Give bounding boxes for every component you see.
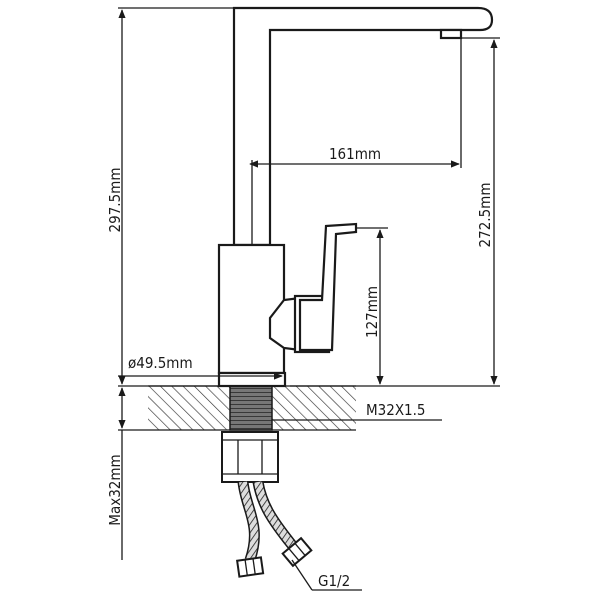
total-height-label: 297.5mm [106,168,124,233]
counter-thickness-label: Max32mm [106,454,124,525]
dimension-mount-thread: M32X1.5 [272,401,442,421]
mounting-shank [229,385,273,431]
spout-height-label: 272.5mm [476,183,494,248]
dimension-spout-height: 272.5mm [290,37,500,387]
dimension-base-diameter: ø49.5mm [118,354,283,380]
callout-hose-thread: G1/2 [291,559,362,591]
hose-thread-label: G1/2 [318,572,350,590]
faucet-body [217,6,494,388]
dimension-spout-reach: 161mm [249,38,462,245]
base-diameter-label: ø49.5mm [128,354,193,372]
spout-reach-label: 161mm [329,145,381,163]
dimension-handle-height: 127mm [356,227,388,385]
dimension-total-height: 297.5mm [106,7,234,387]
supply-hoses [236,480,313,578]
mount-thread-label: M32X1.5 [366,401,426,419]
handle-height-label: 127mm [363,286,381,338]
mounting-nut [221,431,279,483]
dimension-counter-thickness: Max32mm [106,387,148,560]
